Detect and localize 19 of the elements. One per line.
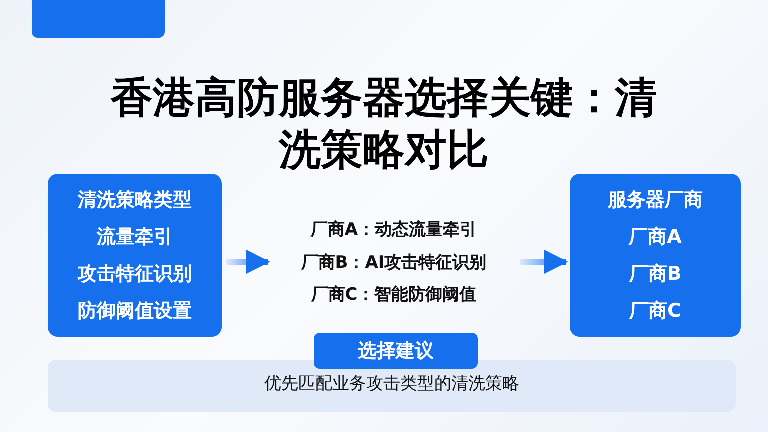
box-text: 厂商A: [629, 225, 682, 250]
vendor-strategy-text: 厂商A：动态流量牵引: [310, 219, 478, 241]
vendor-strategy-text: 厂商B：AI攻击特征识别: [301, 252, 487, 274]
box-text: 厂商C: [630, 298, 682, 324]
arrow: [520, 250, 568, 274]
title: 香港高防服务器选择关键：清洗策略对比: [110, 72, 658, 176]
box-text: 厂商B: [629, 262, 682, 287]
box-text: 攻击特征识别: [78, 262, 192, 287]
box-text: 防御阈值设置: [78, 298, 192, 324]
recommendation-text: 优先匹配业务攻击类型的清洗策略: [264, 373, 520, 395]
vendor-strategy-text: 厂商C：智能防御阈值: [311, 284, 477, 306]
arrow: [226, 250, 270, 274]
category-box: [48, 174, 222, 337]
recommendation-panel: [48, 360, 736, 412]
box-text: 服务器厂商: [608, 188, 703, 214]
box-text: 流量牵引: [97, 225, 173, 250]
category-box: [570, 174, 741, 337]
box-text: 清洗策略类型: [78, 188, 192, 214]
recommendation-heading: 选择建议: [314, 333, 478, 369]
